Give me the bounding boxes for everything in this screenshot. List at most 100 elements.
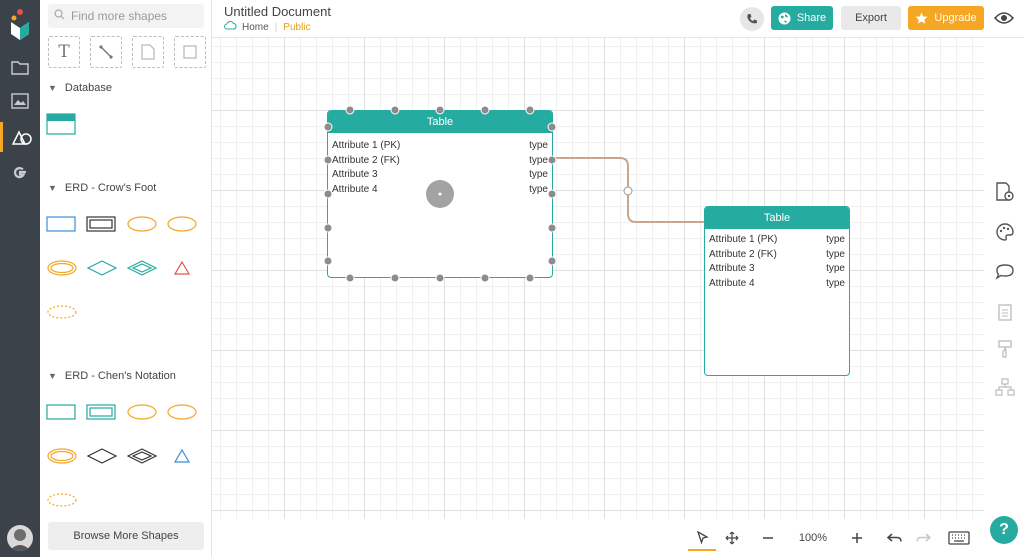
rectangle-tool[interactable] xyxy=(174,36,206,68)
page-settings-button[interactable] xyxy=(994,181,1016,203)
resize-handle[interactable] xyxy=(547,256,557,266)
chevron-down-icon: ▼ xyxy=(48,183,57,193)
redo-icon xyxy=(916,533,931,542)
comments-button[interactable] xyxy=(994,261,1016,283)
chen-weak-entity-shape[interactable] xyxy=(86,402,116,422)
table-row[interactable]: Attribute 1 (PK)type xyxy=(709,234,845,245)
er-table-2-header[interactable]: Table xyxy=(705,207,849,229)
selection-handles-layer xyxy=(323,105,557,283)
resize-handle[interactable] xyxy=(390,105,400,115)
help-button[interactable]: ? xyxy=(990,516,1018,544)
line-icon xyxy=(99,45,113,59)
chen-relationship-shape[interactable] xyxy=(86,446,118,466)
chen-derived-attribute-shape[interactable] xyxy=(46,490,78,510)
share-button[interactable]: Share xyxy=(771,6,833,30)
derived-attribute-shape[interactable] xyxy=(46,302,78,322)
resize-handle[interactable] xyxy=(323,189,333,199)
export-button[interactable]: Export xyxy=(841,6,901,30)
resize-handle[interactable] xyxy=(323,155,333,165)
pan-tool-button[interactable] xyxy=(720,525,744,551)
zoom-in-button[interactable] xyxy=(846,525,868,551)
avatar[interactable] xyxy=(7,525,33,551)
format-painter-button[interactable] xyxy=(994,338,1016,360)
section-erd-chens-header[interactable]: ▼ ERD - Chen's Notation xyxy=(48,370,176,382)
resize-handle[interactable] xyxy=(345,105,355,115)
speech-bubble-icon xyxy=(995,264,1014,280)
preview-button[interactable] xyxy=(993,9,1015,27)
entity-shape[interactable] xyxy=(46,214,76,234)
table-row[interactable]: Attribute 1 (PK)type xyxy=(332,140,548,151)
google-icon[interactable] xyxy=(0,158,40,188)
resize-handle[interactable] xyxy=(345,273,355,283)
chen-isa-triangle-shape[interactable] xyxy=(170,446,194,466)
note-tool[interactable] xyxy=(132,36,164,68)
globe-icon xyxy=(778,12,791,24)
resize-handle[interactable] xyxy=(390,273,400,283)
resize-handle[interactable] xyxy=(525,105,535,115)
resize-handle[interactable] xyxy=(547,189,557,199)
style-button[interactable] xyxy=(994,221,1016,243)
connector-layer xyxy=(552,157,704,223)
table-row[interactable]: Attribute 2 (FK)type xyxy=(332,154,548,166)
resize-handle[interactable] xyxy=(547,155,557,165)
chen-attribute-shape[interactable] xyxy=(126,402,158,422)
keyboard-shortcuts-button[interactable] xyxy=(946,525,972,551)
chen-entity-shape[interactable] xyxy=(46,402,76,422)
resize-handle[interactable] xyxy=(435,105,445,115)
resize-handle[interactable] xyxy=(435,273,445,283)
identifying-relationship-shape[interactable] xyxy=(126,258,158,278)
isa-triangle-shape[interactable] xyxy=(170,258,194,278)
document-title[interactable]: Untitled Document xyxy=(224,4,331,19)
select-tool-button[interactable] xyxy=(688,525,716,551)
upgrade-button[interactable]: Upgrade xyxy=(908,6,984,30)
section-database-header[interactable]: ▼ Database xyxy=(48,82,113,94)
breadcrumb-home-link[interactable]: Home xyxy=(242,21,269,33)
shapes-icon[interactable] xyxy=(0,122,40,152)
connector-midpoint-handle[interactable] xyxy=(623,186,633,196)
browse-more-shapes-button[interactable]: Browse More Shapes xyxy=(48,522,204,550)
table-row[interactable]: Attribute 2 (FK)type xyxy=(709,248,845,260)
layout-tree-button[interactable] xyxy=(994,376,1016,398)
resize-handle[interactable] xyxy=(525,273,535,283)
diagram-canvas[interactable]: Table Attribute 1 (PK)type Attribute 2 (… xyxy=(212,38,984,519)
er-table-1-header[interactable]: Table xyxy=(328,111,552,133)
chen-identifying-relationship-shape[interactable] xyxy=(126,446,158,466)
chen-multivalued-attribute-shape[interactable] xyxy=(46,446,78,466)
page-icon xyxy=(141,44,155,60)
zoom-level[interactable]: 100% xyxy=(798,532,828,544)
redo-button[interactable] xyxy=(912,525,934,551)
shape-search-input[interactable] xyxy=(71,9,199,23)
attribute-shape-2[interactable] xyxy=(166,214,198,234)
visibility-status[interactable]: Public xyxy=(283,21,311,33)
resize-handle[interactable] xyxy=(323,223,333,233)
attribute-shape[interactable] xyxy=(126,214,158,234)
notes-button[interactable] xyxy=(994,301,1016,323)
folder-icon[interactable] xyxy=(0,52,40,82)
shape-search-box[interactable] xyxy=(48,4,204,28)
text-tool[interactable]: T xyxy=(48,36,80,68)
left-icon-rail xyxy=(0,0,40,557)
image-icon[interactable] xyxy=(0,86,40,116)
resize-handle[interactable] xyxy=(323,122,333,132)
zoom-out-button[interactable] xyxy=(757,525,779,551)
call-button[interactable] xyxy=(740,7,764,31)
resize-handle[interactable] xyxy=(480,273,490,283)
relationship-shape[interactable] xyxy=(86,258,118,278)
multivalued-attribute-shape[interactable] xyxy=(46,258,78,278)
line-tool[interactable] xyxy=(90,36,122,68)
weak-entity-shape[interactable] xyxy=(86,214,116,234)
er-table-2[interactable]: Table Attribute 1 (PK)type Attribute 2 (… xyxy=(704,206,850,376)
chen-attribute-shape-2[interactable] xyxy=(166,402,198,422)
app-logo[interactable] xyxy=(8,8,32,42)
resize-handle[interactable] xyxy=(547,122,557,132)
resize-handle[interactable] xyxy=(480,105,490,115)
resize-handle[interactable] xyxy=(547,223,557,233)
resize-handle[interactable] xyxy=(323,256,333,266)
section-erd-crows-foot-header[interactable]: ▼ ERD - Crow's Foot xyxy=(48,182,157,194)
database-table-shape[interactable] xyxy=(46,112,76,136)
undo-button[interactable] xyxy=(884,525,906,551)
